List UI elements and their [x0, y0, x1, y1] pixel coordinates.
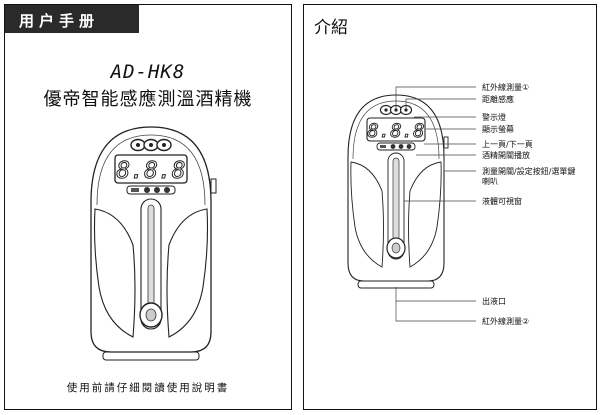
display-screen	[366, 117, 426, 142]
leader-lines	[395, 86, 476, 322]
product-title: 優帝智能感應測溫酒精機	[43, 89, 253, 110]
tab-label: 用户手册	[19, 12, 100, 30]
section-title: 介紹	[314, 18, 348, 38]
callout-display-screen: 顯示螢幕	[482, 125, 514, 134]
callout-liquid-window: 液體可視窗	[482, 197, 522, 206]
sensor-row	[130, 138, 172, 152]
intro-page: 介紹 8.8.8	[303, 4, 597, 410]
sensor-row	[379, 104, 413, 116]
cover-page: 用户手册 AD-HK8 優帝智能感應測溫酒精機 8.8.8	[4, 4, 292, 410]
button-bar	[376, 142, 416, 151]
callout-measure-button: 測量開關/設定按鈕/選單鍵	[482, 167, 576, 176]
device-rim	[102, 351, 200, 361]
callout-ir-sensor-2: 紅外線測量②	[482, 317, 530, 326]
callout-distance-sensor: 距離感應	[482, 95, 514, 104]
callout-warning-light: 警示燈	[482, 113, 506, 122]
callout-liquid-outlet: 出液口	[482, 297, 506, 306]
device-illustration: 8.8.8	[90, 126, 217, 361]
display-digits: 8.8.8	[116, 158, 185, 184]
footer-note: 使用前請仔細閱讀使用說明書	[66, 382, 230, 394]
callout-alcohol-switch: 酒精開關播放	[482, 151, 530, 160]
manual-tab: 用户手册	[5, 5, 139, 33]
right-petal	[166, 208, 209, 338]
display-digits: 8.8.8	[367, 120, 424, 142]
callout-speaker: 喇叭	[482, 177, 498, 186]
side-knob	[210, 178, 217, 194]
display-screen	[114, 154, 188, 184]
callout-ir-sensor-1: 紅外線測量①	[482, 83, 530, 92]
left-petal	[93, 208, 136, 338]
device-diagram: 8.8.8	[347, 94, 449, 289]
callout-page-buttons: 上一頁/下一頁	[482, 140, 533, 149]
model-number: AD-HK8	[110, 61, 186, 83]
